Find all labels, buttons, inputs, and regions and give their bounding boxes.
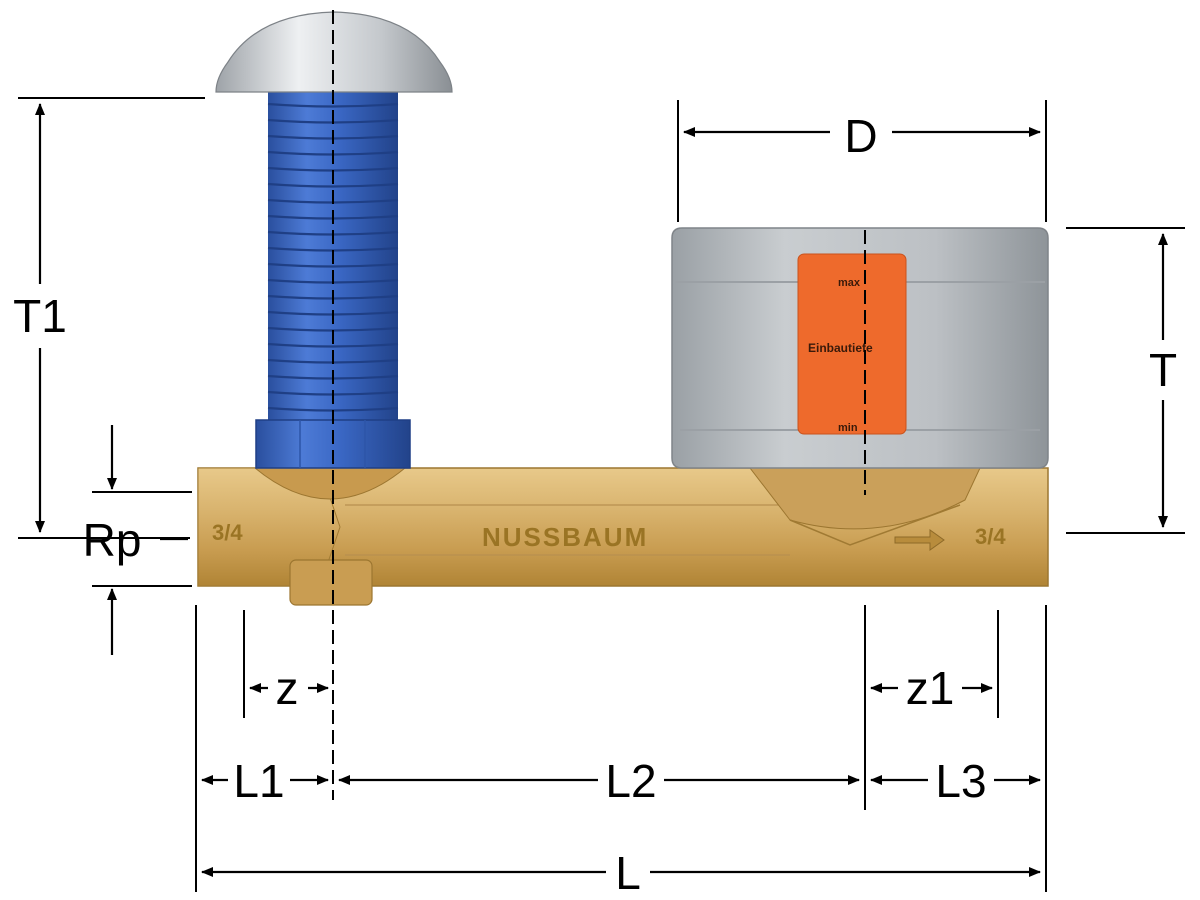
dimension-lines — [35, 103, 1168, 877]
dimension-label-rp: Rp — [83, 514, 142, 566]
insulation-depth-label — [797, 253, 907, 435]
pipe-size-right: 3/4 — [975, 524, 1006, 549]
pipe-brand-marking: NUSSBAUM — [482, 522, 648, 552]
pipe-size-left: 3/4 — [212, 520, 243, 545]
dimension-label-l3: L3 — [935, 755, 986, 807]
label-installation-depth: Einbautiefe — [808, 341, 873, 355]
flow-arrow-icon — [894, 529, 945, 551]
label-max: max — [838, 277, 861, 289]
dimension-label-l2: L2 — [605, 755, 656, 807]
brass-pipe-body — [197, 467, 1049, 606]
dimension-label-d: D — [844, 110, 877, 162]
dimension-label-z: z — [276, 662, 299, 714]
dimension-label-l1: L1 — [233, 755, 284, 807]
extension-lines — [18, 97, 1185, 892]
dimension-label-t: T — [1149, 344, 1177, 396]
dimension-label-t1: T1 — [13, 290, 67, 342]
label-min: min — [838, 422, 858, 434]
dimension-label-z1: z1 — [906, 662, 955, 714]
dimension-label-l: L — [615, 847, 641, 899]
